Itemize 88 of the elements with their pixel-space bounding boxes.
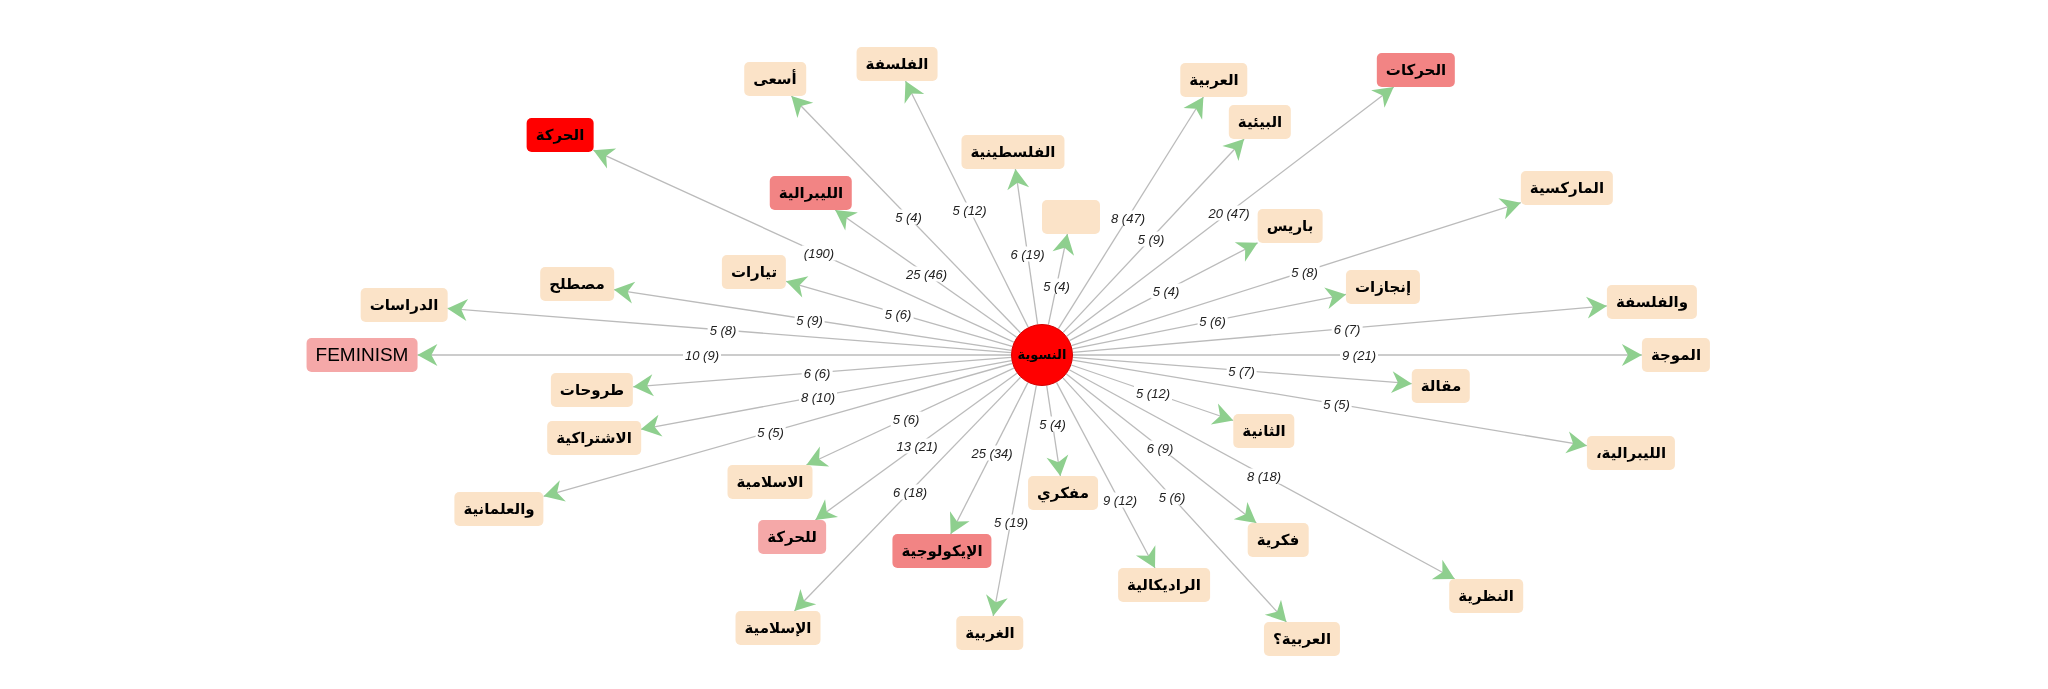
arrow	[1072, 296, 1608, 353]
word-box: الحركة	[526, 118, 594, 152]
edge-label: 5 (5)	[755, 424, 786, 440]
edge-label: 25 (46)	[903, 266, 950, 282]
word-box: الاشتراكية	[547, 421, 641, 455]
edge-label: 5 (6)	[1156, 489, 1188, 505]
edge-label: 5 (19)	[992, 514, 1030, 530]
word-box: مصطلح	[540, 267, 614, 301]
word-box: أسعى	[744, 62, 806, 96]
arrow	[1068, 369, 1456, 580]
edge-label: 8 (18)	[1245, 468, 1283, 483]
word-box: والعلمانية	[454, 492, 544, 526]
word-box: طروحات	[550, 373, 634, 407]
word-box: الليبرالية،	[1586, 436, 1676, 470]
word-box: الإسلامية	[735, 611, 821, 645]
word-box: العربية؟	[1263, 622, 1341, 656]
arrow	[1057, 96, 1205, 330]
arrow	[1062, 138, 1245, 334]
edge-label: 13 (21)	[894, 438, 940, 454]
hub-circle: النسوية	[1011, 324, 1073, 386]
edge-label: 8 (47)	[1109, 210, 1147, 225]
word-box: مفكري	[1028, 476, 1098, 510]
word-box: الحركات	[1376, 53, 1456, 87]
edge-label: 6 (18)	[891, 484, 929, 499]
arrow	[1072, 356, 1413, 394]
word-box: الماركسية	[1520, 171, 1614, 205]
word-box: تيارات	[721, 255, 787, 289]
edge-label: 5 (8)	[1289, 264, 1320, 279]
word-box: باريس	[1257, 209, 1323, 243]
edge-label: 6 (9)	[1144, 440, 1176, 455]
arrow	[1066, 86, 1395, 337]
edge-label: 6 (19)	[1008, 246, 1047, 261]
edge-label: 9 (12)	[1101, 492, 1139, 508]
arrow	[446, 299, 1012, 354]
arrow	[1007, 168, 1039, 325]
edge-label: 5 (4)	[1037, 416, 1068, 432]
edge-label: 5 (4)	[893, 209, 924, 225]
word-box: الفلسفة	[856, 47, 938, 81]
arrow	[640, 359, 1013, 437]
arrow	[1071, 287, 1347, 350]
edge-label: 5 (12)	[1134, 385, 1172, 401]
arrow	[1071, 359, 1588, 454]
edge-label: 8 (10)	[799, 389, 837, 404]
edge-label: 5 (4)	[1150, 283, 1182, 298]
word-box: إنجازات	[1345, 270, 1421, 304]
arrow	[986, 384, 1037, 617]
word-box: الإيكولوجية	[892, 534, 992, 568]
word-box: البيئية	[1228, 105, 1292, 139]
arrow	[542, 362, 1013, 502]
edge-label: 5 (4)	[1041, 278, 1072, 294]
word-box: مقالة	[1411, 369, 1471, 403]
arrow	[416, 344, 1012, 366]
word-box: الليبرالية	[769, 176, 853, 210]
arrow	[1070, 198, 1522, 347]
arrow	[613, 281, 1013, 351]
arrow	[632, 356, 1012, 397]
word-box: فكرية	[1247, 523, 1309, 557]
word-box: النظرية	[1449, 579, 1523, 613]
arrow	[814, 372, 1018, 521]
edge-label: 5 (9)	[1135, 231, 1167, 246]
edge-label: (190)	[801, 245, 837, 261]
word-box: الغربية	[956, 616, 1024, 650]
blank-box	[1042, 200, 1100, 234]
arrow	[1065, 373, 1257, 524]
edge-label: 25 (34)	[969, 445, 1015, 461]
arrow	[1062, 377, 1288, 623]
arrow	[1072, 344, 1643, 366]
edge-label: 5 (6)	[890, 411, 922, 426]
word-box: للحركة	[758, 520, 826, 554]
word-box: الدراسات	[360, 288, 448, 322]
word-box: الاسلامية	[727, 465, 813, 499]
arrow	[834, 209, 1018, 338]
arrow	[793, 376, 1022, 612]
edge-label: 20 (47)	[1206, 205, 1252, 220]
arrow	[950, 381, 1029, 535]
word-box: الفلسطينية	[961, 135, 1065, 169]
word-box: والفلسفة	[1606, 285, 1698, 319]
edge-label: 5 (12)	[950, 202, 989, 217]
word-box: الموجة	[1641, 338, 1711, 372]
edge-label: 5 (6)	[882, 306, 914, 321]
word-box: الراديكالية	[1118, 568, 1210, 602]
arrow	[592, 148, 1015, 343]
word-box: FEMINISM	[306, 338, 418, 372]
arrow	[1055, 381, 1156, 569]
arrow	[904, 80, 1029, 328]
word-box: العربية	[1180, 63, 1248, 97]
arrow	[790, 95, 1022, 334]
word-box: الثانية	[1233, 414, 1295, 448]
